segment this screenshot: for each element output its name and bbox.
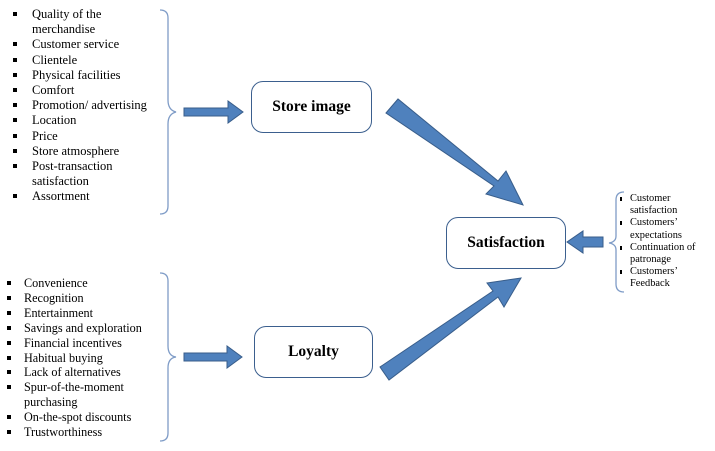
factor-text: Clientele (32, 52, 78, 67)
factor-item: Store atmosphere (10, 144, 160, 159)
factor-text: Customer satisfaction (630, 193, 678, 217)
bullet-icon (13, 164, 17, 169)
factor-item: Post-transaction satisfaction (10, 159, 160, 189)
factor-item: Price (10, 129, 160, 144)
factor-text: Habitual buying (24, 350, 103, 365)
bullet-icon (7, 310, 11, 315)
factor-item: Trustworthiness (4, 425, 169, 440)
satisfaction-node: Satisfaction (446, 217, 566, 269)
factor-text: Spur-of-the-moment purchasing (24, 380, 124, 410)
factor-text: Lack of alternatives (24, 365, 121, 380)
factor-text: Price (32, 128, 58, 143)
factor-text: Savings and exploration (24, 320, 142, 335)
factor-item: Spur-of-the-moment purchasing (4, 380, 169, 410)
bullet-icon (7, 385, 11, 390)
factor-text: Entertainment (24, 305, 94, 320)
bullet-icon (13, 42, 17, 47)
factor-item: Promotion/ advertising (10, 98, 160, 113)
factor-item: Savings and exploration (4, 321, 169, 336)
bullet-icon (620, 245, 622, 250)
factor-item: Physical facilities (10, 68, 160, 83)
factor-text: Location (32, 113, 77, 128)
bullet-icon (7, 370, 11, 375)
factor-text: Financial incentives (24, 335, 122, 350)
factor-text: Continuation of patronage (630, 241, 696, 266)
arrow-to-store-image (183, 100, 244, 124)
factor-item: Customer satisfaction (618, 193, 715, 217)
factor-item: Lack of alternatives (4, 365, 169, 380)
store-image-node: Store image (251, 81, 372, 133)
factor-text: Promotion/ advertising (32, 98, 147, 113)
bracket-store-image-factors (159, 9, 177, 215)
bracket-loyalty-factors (159, 272, 177, 442)
factor-text: Convenience (24, 276, 88, 290)
factor-item: Entertainment (4, 306, 169, 321)
factor-item: Customer service (10, 37, 160, 52)
factor-item: Customers’ expectations (618, 217, 715, 241)
bullet-icon (7, 281, 11, 285)
bullet-icon (13, 148, 17, 153)
factor-text: On-the-spot discounts (24, 410, 132, 425)
bullet-icon (13, 88, 17, 93)
bullet-icon (7, 295, 11, 300)
factor-text: Store atmosphere (32, 143, 120, 158)
factor-item: On-the-spot discounts (4, 410, 169, 425)
factor-text: Assortment (32, 189, 90, 204)
bullet-icon (13, 194, 17, 199)
bullet-icon (7, 325, 11, 330)
factor-item: Clientele (10, 53, 160, 68)
loyalty-label: Loyalty (288, 343, 339, 360)
factor-item: Customers’ Feedback (618, 266, 715, 290)
bullet-icon (13, 12, 17, 16)
factor-item: Quality of the merchandise (10, 7, 160, 37)
factor-item: Assortment (10, 189, 160, 204)
bullet-icon (620, 221, 622, 226)
factor-text: Customers’ expectations (630, 217, 682, 241)
factor-text: Comfort (32, 83, 75, 98)
factor-text: Physical facilities (32, 67, 121, 82)
factor-text: Trustworthiness (24, 425, 103, 440)
bracket-satisfaction-factors (608, 191, 625, 293)
factor-item: Location (10, 113, 160, 128)
factor-text: Customer service (32, 37, 120, 52)
arrow-loyalty-to-satisfaction (379, 277, 522, 381)
satisfaction-label: Satisfaction (467, 234, 545, 251)
bullet-icon (13, 57, 17, 62)
factor-text: Recognition (24, 290, 84, 305)
loyalty-node: Loyalty (254, 326, 373, 378)
arrow-feedback-to-satisfaction (566, 230, 604, 254)
factor-item: Financial incentives (4, 336, 169, 351)
factor-item: Habitual buying (4, 351, 169, 366)
factor-item: Convenience (4, 276, 169, 291)
bullet-icon (620, 197, 622, 201)
factor-text: Customers’ Feedback (630, 266, 678, 290)
bullet-icon (13, 103, 17, 108)
bullet-icon (7, 415, 11, 420)
bullet-icon (620, 270, 622, 275)
bullet-icon (7, 355, 11, 360)
factor-text: Post-transaction satisfaction (32, 159, 113, 189)
store-image-label: Store image (272, 98, 351, 115)
bullet-icon (13, 118, 17, 123)
bullet-icon (7, 430, 11, 435)
bullet-icon (13, 133, 17, 138)
bullet-icon (7, 340, 11, 345)
factor-item: Comfort (10, 83, 160, 98)
factor-item: Recognition (4, 291, 169, 306)
bullet-icon (13, 72, 17, 77)
factor-text: Quality of the merchandise (32, 7, 102, 37)
arrow-to-loyalty (183, 345, 243, 369)
factor-item: Continuation of patronage (618, 242, 715, 266)
arrow-store-image-to-satisfaction (385, 98, 524, 206)
